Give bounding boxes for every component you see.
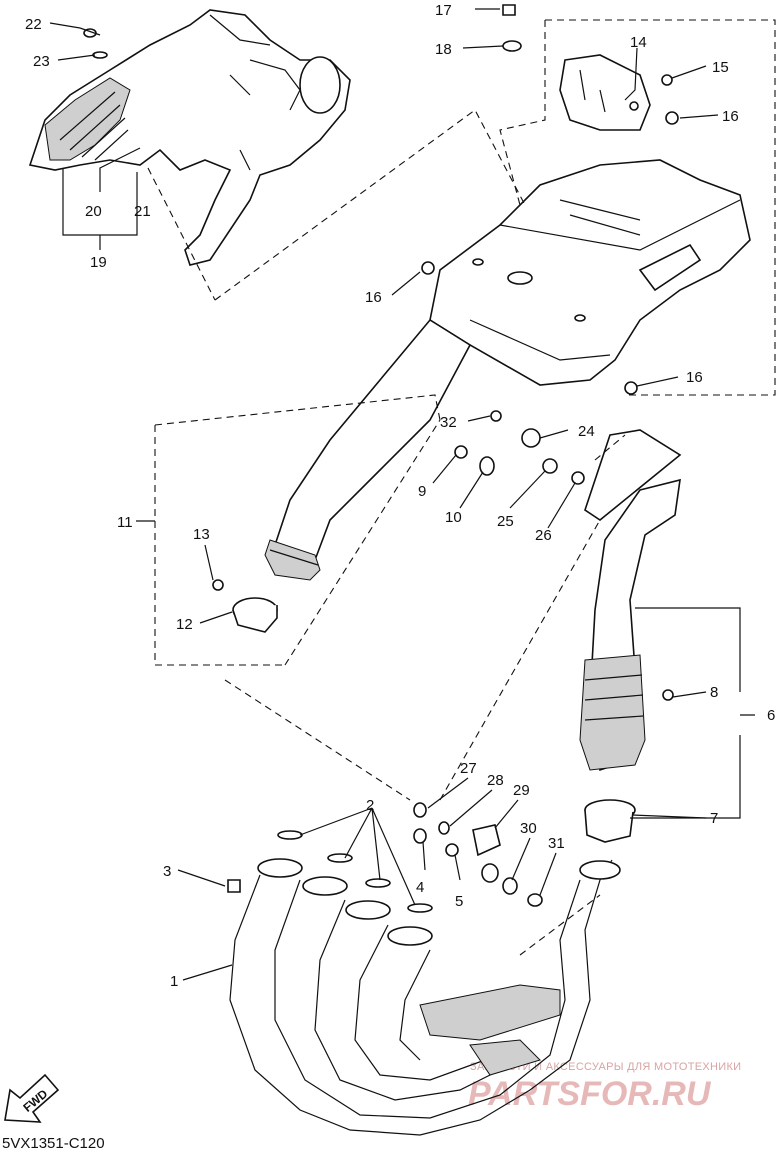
callout-17: 17 xyxy=(435,2,452,19)
exhaust-manifold xyxy=(229,858,621,1136)
callout-19: 19 xyxy=(90,254,107,271)
callout-26: 26 xyxy=(535,527,552,544)
callout-24: 24 xyxy=(578,423,595,440)
muffler xyxy=(429,54,751,386)
callout-5: 5 xyxy=(455,893,463,910)
callout-4: 4 xyxy=(416,879,424,896)
callout-13: 13 xyxy=(193,526,210,543)
callout-30: 30 xyxy=(520,820,537,837)
callout-28: 28 xyxy=(487,772,504,789)
callout-32: 32 xyxy=(440,414,457,431)
link-pipe xyxy=(579,429,682,843)
callout-21: 21 xyxy=(134,203,151,220)
watermark-tagline: ЗАПЧАСТИ И АКСЕССУАРЫ ДЛЯ МОТОТЕХНИКИ xyxy=(470,1061,741,1073)
dashed-frames xyxy=(147,19,776,956)
fwd-arrow-icon: FWD xyxy=(4,1073,60,1123)
callout-15: 15 xyxy=(712,59,729,76)
callout-23: 23 xyxy=(33,53,50,70)
callout-16-left: 16 xyxy=(365,289,382,306)
small-parts xyxy=(79,4,679,913)
watermark: ЗАПЧАСТИ И АКСЕССУАРЫ ДЛЯ МОТОТЕХНИКИ PA… xyxy=(468,1061,741,1113)
callouts: 22 23 20 21 19 17 18 14 15 16 16 16 32 2… xyxy=(25,2,775,990)
mid-pipe xyxy=(232,318,472,633)
callout-1: 1 xyxy=(170,973,178,990)
callout-12: 12 xyxy=(176,616,193,633)
callout-29: 29 xyxy=(513,782,530,799)
callout-10: 10 xyxy=(445,509,462,526)
watermark-logo: PARTSFOR.RU xyxy=(468,1075,712,1113)
callout-14: 14 xyxy=(630,34,647,51)
callout-2: 2 xyxy=(366,797,374,814)
callout-7: 7 xyxy=(710,810,718,827)
callout-22: 22 xyxy=(25,16,42,33)
callout-18: 18 xyxy=(435,41,452,58)
diagram-code: 5VX1351-C120 xyxy=(2,1135,105,1152)
callout-31: 31 xyxy=(548,835,565,852)
callout-9: 9 xyxy=(418,483,426,500)
callout-27: 27 xyxy=(460,760,477,777)
callout-20: 20 xyxy=(85,203,102,220)
leader-lines xyxy=(49,8,755,981)
callout-8: 8 xyxy=(710,684,718,701)
callout-6: 6 xyxy=(767,707,775,724)
callout-16-top: 16 xyxy=(722,108,739,125)
heat-shield xyxy=(28,9,351,266)
callout-25: 25 xyxy=(497,513,514,530)
callout-11: 11 xyxy=(117,514,133,531)
callout-16-right: 16 xyxy=(686,369,703,386)
callout-3: 3 xyxy=(163,863,171,880)
